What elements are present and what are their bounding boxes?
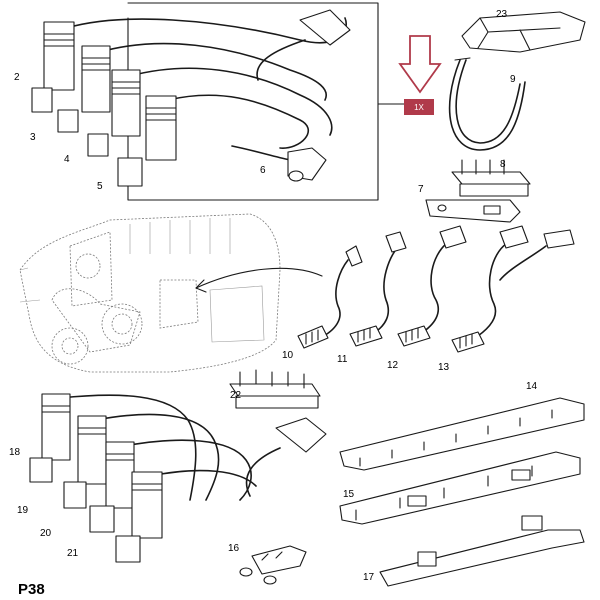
- part-22-lead-holder: [229, 369, 321, 409]
- engine-illustration: [19, 213, 323, 373]
- lead-end-6: [231, 145, 327, 182]
- lead-12: [397, 225, 467, 347]
- plug-lead-2: [31, 17, 347, 113]
- part-14-rail: [339, 397, 585, 471]
- down-arrow-icon: [398, 35, 442, 94]
- plug-lead-5: [117, 94, 309, 187]
- ignition-lead-set-box: [127, 2, 405, 201]
- callout-11: 11: [337, 354, 348, 365]
- coil-lead-boot-top: [256, 9, 351, 81]
- plug-lead-21: [115, 469, 257, 563]
- callout-18: 18: [9, 447, 21, 458]
- part-7-mounting-plate: [425, 199, 521, 223]
- quantity-text: 1X: [414, 103, 424, 112]
- callout-22: 22: [230, 390, 242, 401]
- part-16-connector: [239, 545, 307, 585]
- callout-14: 14: [526, 381, 538, 392]
- callout-2: 2: [14, 72, 20, 83]
- plug-lead-19: [63, 413, 220, 509]
- part-15-rail: [339, 451, 581, 525]
- callout-12: 12: [387, 360, 399, 371]
- callout-3: 3: [30, 132, 36, 143]
- callout-23: 23: [496, 9, 508, 20]
- callout-6: 6: [260, 165, 266, 176]
- callout-8: 8: [500, 159, 506, 170]
- callout-19: 19: [17, 505, 29, 516]
- part-8-lead-holder: [451, 159, 531, 197]
- callout-17: 17: [363, 572, 375, 583]
- part-17-rail: [379, 515, 585, 587]
- lead-10: [297, 245, 363, 349]
- callout-4: 4: [64, 154, 70, 165]
- callout-21: 21: [67, 548, 79, 559]
- part-9-cable-strap: [448, 57, 526, 151]
- callout-labels: 2 3 4 5 6 7 8 9 10 11 12 13 14 15 16 17 …: [9, 9, 538, 583]
- part-23-bracket: [461, 11, 586, 53]
- plug-lead-20: [89, 439, 252, 533]
- callout-9: 9: [510, 74, 516, 85]
- lead-11: [349, 231, 407, 347]
- coil-lead-boot-bottom: [245, 417, 327, 497]
- callout-20: 20: [40, 528, 52, 539]
- callout-15: 15: [343, 489, 355, 500]
- callout-5: 5: [97, 181, 103, 192]
- page-label: P38: [18, 581, 45, 598]
- plug-lead-3: [57, 42, 327, 133]
- callout-7: 7: [418, 184, 424, 195]
- callout-13: 13: [438, 362, 450, 373]
- plug-lead-4: [87, 67, 333, 157]
- quantity-badge: 1X: [398, 35, 442, 115]
- callout-16: 16: [228, 543, 240, 554]
- lead-13: [451, 225, 575, 353]
- callout-10: 10: [282, 350, 294, 361]
